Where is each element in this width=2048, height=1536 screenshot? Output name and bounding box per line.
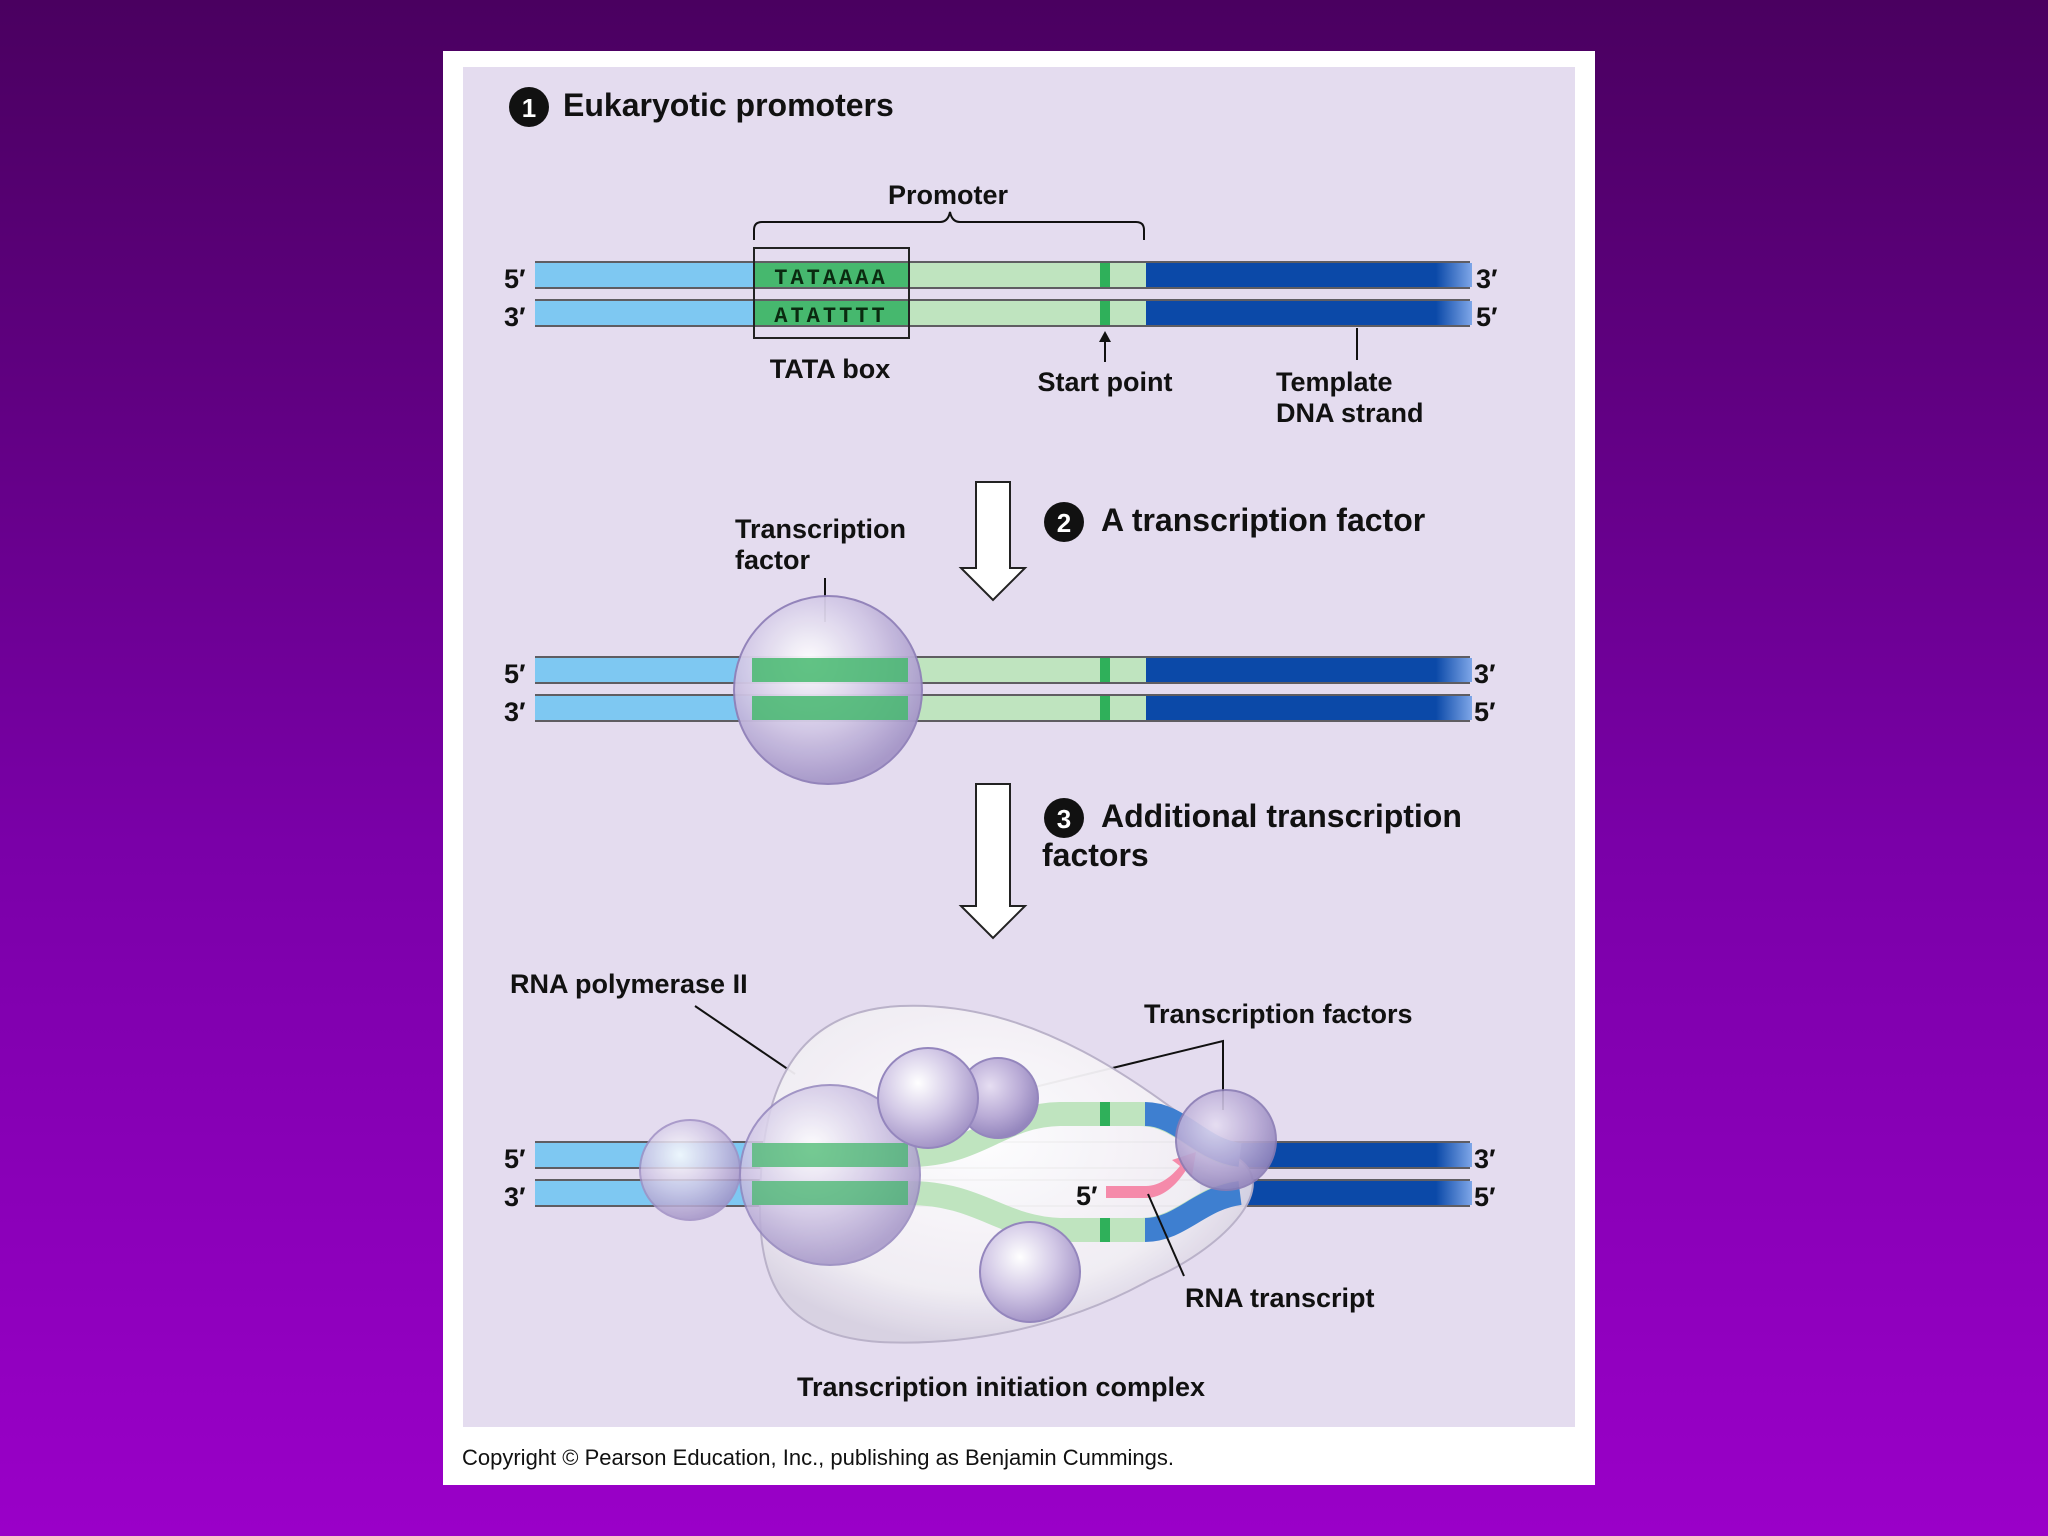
tf-label-line1: Transcription	[735, 514, 906, 544]
transcription-factor-blob	[733, 595, 923, 785]
bottom-strand-tata	[755, 301, 908, 325]
bottom-strand-start	[1100, 301, 1110, 325]
dna-duplex-1: TATAAAA ATATTTT 5′ 3′ 3′ 5′	[504, 247, 1498, 339]
step-1-badge	[509, 87, 549, 127]
step-2: 2 A transcription factor Transcription f…	[504, 502, 1496, 785]
step-2-title: A transcription factor	[1101, 502, 1425, 538]
row2-bottom-left-end: 3′	[504, 697, 526, 727]
row3-top-right-end: 3′	[1474, 1144, 1496, 1174]
top-strand-tata	[755, 263, 908, 287]
row1-bottom-right-end: 5′	[1476, 302, 1498, 332]
tf-label-line2: factor	[735, 545, 811, 575]
step-1-title: Eukaryotic promoters	[563, 87, 894, 123]
row1-top-right-end: 3′	[1476, 264, 1498, 294]
tata-box-label: TATA box	[770, 354, 890, 384]
row2-top-right-end: 3′	[1474, 659, 1496, 689]
template-label-line2: DNA strand	[1276, 398, 1424, 428]
row3-bottom-left-end: 3′	[504, 1182, 526, 1212]
complex-label: Transcription initiation complex	[797, 1372, 1205, 1402]
top-strand-promoter	[908, 263, 1146, 287]
row1-bottom-left-end: 3′	[504, 302, 526, 332]
rna-transcript-pointer	[1147, 1193, 1185, 1277]
row1-top-left-end: 5′	[504, 264, 526, 294]
row3-bottom-right-end: 5′	[1474, 1182, 1496, 1212]
step-3-title-line2: factors	[1042, 837, 1149, 873]
step-2-number: 2	[1057, 508, 1071, 538]
step-3: 3 Additional transcription factors RNA p…	[504, 798, 1496, 1402]
start-point-label: Start point	[1038, 367, 1173, 397]
step-3-title-line1: Additional transcription	[1101, 798, 1462, 834]
promoter-label: Promoter	[888, 180, 1009, 210]
template-label-line1: Template	[1276, 367, 1393, 397]
transcription-factor-left	[639, 1119, 741, 1221]
top-strand-start	[1100, 263, 1110, 287]
top-strand-downstream	[1146, 263, 1436, 287]
row2-bottom-right-end: 5′	[1474, 697, 1496, 727]
transcription-factor-right	[1175, 1089, 1277, 1191]
bottom-strand-downstream	[1146, 301, 1436, 325]
rna-5-prime-end: 5′	[1076, 1181, 1098, 1211]
down-arrow-1	[958, 481, 1028, 602]
copyright: Copyright © Pearson Education, Inc., pub…	[462, 1445, 1174, 1470]
tata-bottom-sequence: ATATTTT	[774, 304, 887, 329]
step-2-badge	[1044, 502, 1084, 542]
top-strand-upstream	[535, 263, 755, 287]
step-3-number: 3	[1057, 804, 1071, 834]
transcription-factor-top	[877, 1047, 979, 1149]
step-1: 1 Eukaryotic promoters Promoter TATAAAA …	[504, 87, 1498, 428]
rna-polymerase-pointer	[694, 1005, 796, 1075]
promoter-brace	[753, 211, 1145, 240]
transcription-factors-label: Transcription factors	[1144, 999, 1413, 1029]
tata-top-sequence: TATAAAA	[774, 266, 887, 291]
rna-transcript-label: RNA transcript	[1185, 1283, 1375, 1313]
step-3-badge	[1044, 798, 1084, 838]
step-1-number: 1	[522, 93, 536, 123]
rna-transcript	[1106, 1152, 1196, 1198]
transcription-factor-main	[739, 1084, 921, 1266]
transcription-factor-bottom	[979, 1221, 1081, 1323]
row3-top-left-end: 5′	[504, 1144, 526, 1174]
tata-box-outline	[753, 247, 910, 339]
bottom-strand-upstream	[535, 301, 755, 325]
top-strand-fade	[1436, 263, 1472, 287]
rna-polymerase-label: RNA polymerase II	[510, 969, 748, 999]
down-arrow-2	[958, 783, 1028, 940]
bottom-strand-fade	[1436, 301, 1472, 325]
bottom-strand-promoter	[908, 301, 1146, 325]
row2-top-left-end: 5′	[504, 659, 526, 689]
